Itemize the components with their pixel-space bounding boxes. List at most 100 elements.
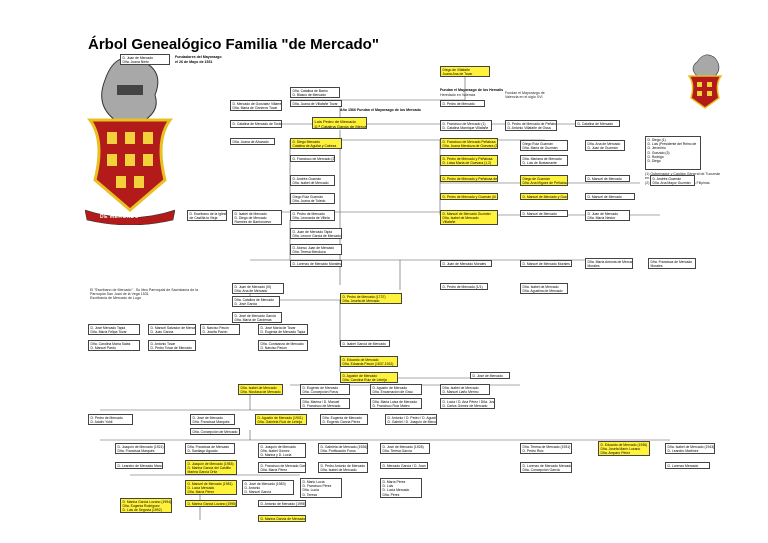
person-line: Dña. Concepción García	[522, 468, 560, 473]
person-line: Catalina de Aguilar y Cabeza	[292, 144, 337, 149]
person-box: D. Manuel de Mercado	[585, 175, 630, 182]
person-box: D. Pedro de Mercado y Peñalosa de Haro	[440, 175, 498, 182]
person-line: D. José de Mercado	[472, 374, 503, 378]
person-line: D. Pedro Antonio de Mercado	[320, 464, 365, 468]
person-line: Dña. Juana de Toledo	[292, 199, 326, 204]
person-line: D. Andrés Guzmán	[292, 177, 322, 181]
family-crest-right	[687, 54, 723, 109]
person-line: D. Santiago Aguado	[187, 449, 218, 454]
founders-subtitle: el 26 de Mayo de 1531	[175, 60, 213, 64]
page-title: Árbol Genealógico Familia "de Mercado"	[88, 36, 379, 53]
person-line: Marina García Ortiz	[187, 470, 218, 475]
person-line: Dña. Maria de Guzmán	[522, 146, 558, 151]
person-line: Dña. Leonarda de Villela	[292, 216, 330, 221]
person-box: Dña. Juana de Villafañe Tovar	[290, 100, 342, 107]
person-line: D. Manuel de Mercado Morales	[522, 262, 570, 266]
person-line: D. Manuel de Mercado	[587, 195, 622, 199]
person-box: D. Manuel de Mercado	[520, 210, 568, 217]
person-line: Dña. Josefa de Mercado	[342, 299, 380, 304]
person-line: D. Catalina de Mercado	[577, 122, 614, 126]
person-line: Dña. Ana de Mercado	[587, 142, 621, 146]
person-box: D. Marina García Lozano (1995)	[185, 500, 237, 507]
person-line: D. Marina García Lozano (1994)	[122, 500, 172, 504]
person-line: Dña. Mariana de Mercado	[522, 157, 562, 161]
person-line: D. Manuel de Mercado	[587, 177, 622, 181]
person-line: Dña. Isabel de Mercado	[442, 216, 479, 221]
person-line: D. Francisco de Mercado	[302, 404, 341, 409]
person-box: D. Pedro de Mercado (1737)Dña. Josefa de…	[340, 293, 402, 304]
person-line: D. Marina y D. Lucía	[260, 453, 292, 458]
person-line: D. Manuel de Mercado	[522, 212, 557, 216]
person-line: Dña. Ana Mayor Guzmán	[652, 181, 691, 186]
person-line: D. Juan de Mercado	[122, 56, 154, 60]
person-line: D. Joaquín de Mercado (1921)	[117, 445, 164, 449]
person-line: D. José de Mercado	[192, 416, 223, 420]
person-box: D. Francisco de Mercado (1)D. Catalina M…	[440, 120, 492, 131]
person-line: D. Manuel de Mercado y Guzmán	[522, 195, 568, 199]
person-line: Dña. María de Cárdenas	[234, 318, 272, 323]
person-line: D. Lucía Mercado	[382, 488, 410, 493]
person-line: D. Marina García Lozano (1995)	[187, 502, 237, 506]
person-line: D. José Mercado Tapia	[90, 326, 126, 330]
person-line: D. Catalina de Mercado de Tordesillas	[232, 122, 282, 126]
person-line: Ramírez de Barrionuevo	[234, 220, 272, 225]
person-line: Luis Pedro de Mercado	[314, 119, 356, 124]
person-line: D. Pedro de Mercado (1737)	[342, 295, 386, 299]
person-line: D. Luis de Segovia (1992)	[122, 508, 162, 513]
person-line: D. Eduardo de Mercado	[342, 358, 379, 362]
person-box: D. Juan de Mercado (III)Dña. Ana de Merc…	[232, 283, 284, 294]
person-line: Morales	[650, 264, 663, 269]
person-box: D. Antonio de Mercado (1998)	[258, 500, 306, 507]
person-box: D. Lorenzo de Mercado Morales	[290, 260, 342, 267]
person-line: Dña. Isabel de Mercado	[522, 285, 559, 289]
person-line: Dña. Amparo Pérez	[600, 451, 631, 456]
person-line: Dña. Teresa Mendoza	[292, 250, 326, 255]
person-line: Dña. Teresa de Mercado (1931)	[522, 445, 571, 449]
person-line: D. Pedro de Mercado (1/1)	[442, 285, 483, 289]
person-box: D. Manuel de Mercado y Guzmán	[520, 193, 568, 200]
person-line: D. Francisco de Mercado (1)	[442, 122, 486, 126]
person-box: D. Catalina de Mercado de Tordesillas	[230, 120, 282, 128]
person-line: D. José de Mercado (1928)	[382, 445, 424, 449]
hervalis-subtitle: Heredado en Valencia	[440, 93, 476, 97]
person-line: Dña. Isabel de Mercado (1943)	[667, 445, 715, 449]
person-box: D. Pedro de Mercado (1/1)	[440, 283, 488, 290]
person-box: D. Gabriela de Mercado (1926)Dña. Purifi…	[318, 443, 368, 454]
hervalis-title: Fundan el Mayorazgo de los Hervalis	[440, 88, 504, 92]
person-box: D. Agustín de Mercado (1901)Dña. Gabriel…	[255, 414, 307, 425]
person-line: D. Luis de Bustamante	[522, 161, 557, 166]
person-line: D. Antonio Tovar	[150, 342, 176, 346]
person-box: D. Francisco de Mercado (2)	[290, 155, 335, 162]
person-line: D. Manuel García	[244, 490, 272, 495]
person-line: Dña. Marina / D. Manuel	[302, 400, 340, 404]
person-line: Villafañe	[442, 220, 456, 225]
person-box: D. Manuel de Mercado Morales	[520, 260, 572, 267]
person-line: D. Antonio de Mercado (1998)	[260, 502, 306, 506]
founders-title: Fundadores del Mayorazgo	[175, 55, 222, 59]
person-line: D. Lorenzo de Mercado Mercado	[522, 464, 572, 468]
left-note-2: Escribanía de Mercado de Lugo	[90, 296, 141, 300]
person-line: D. Leandro Martínez	[667, 449, 699, 454]
person-line: D. José de Mercado (1983)	[244, 482, 286, 486]
person-box: D. Manuel de Mercado (1981)D. Lucía Merc…	[185, 480, 237, 495]
person-line: D. Diego Mercado	[292, 140, 320, 144]
person-line: D. Catalina Manrique Villafañe	[442, 126, 489, 131]
person-line: Diego Ruiz Guzmán	[522, 142, 553, 146]
person-line: Morales	[587, 264, 600, 269]
person-box: D. Pedro de Mercado	[440, 100, 485, 107]
